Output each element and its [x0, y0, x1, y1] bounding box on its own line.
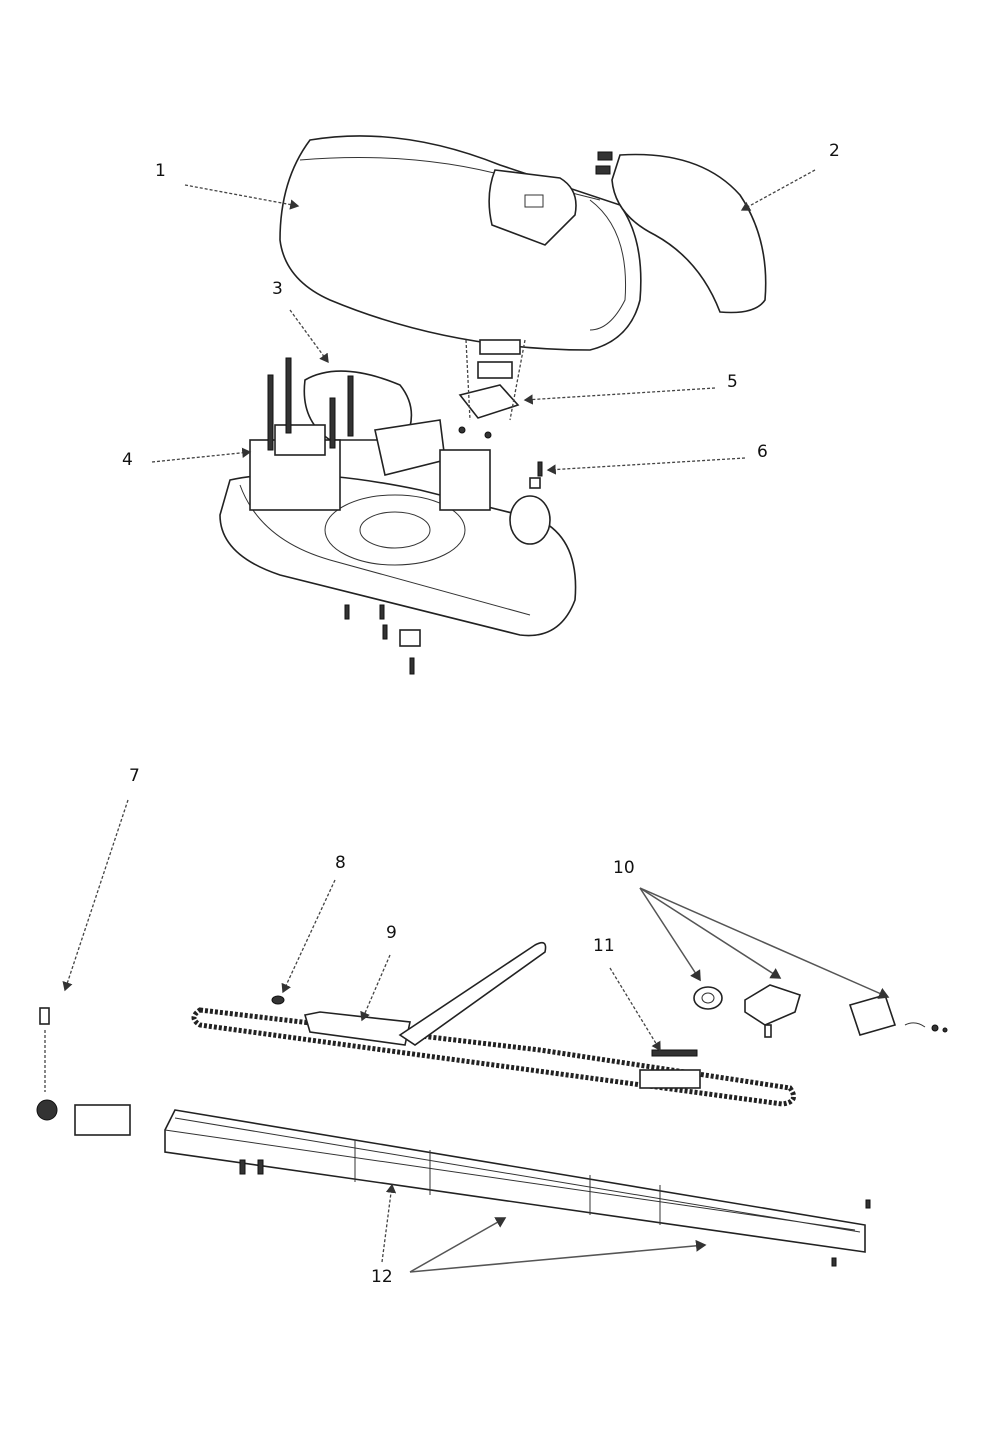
control-board [458, 339, 526, 439]
callout-8: 8 [335, 853, 346, 873]
base-assembly [219, 357, 577, 675]
drive-chain [191, 1007, 797, 1107]
light-cover [595, 151, 767, 314]
callout-1: 1 [155, 161, 166, 181]
callout-7: 7 [129, 766, 140, 786]
trolley [271, 941, 547, 1046]
sprocket-assembly [36, 1007, 131, 1136]
idler-assembly [693, 984, 948, 1038]
chain-connector [639, 1049, 701, 1089]
callout-5: 5 [727, 372, 738, 392]
rail [164, 1109, 871, 1267]
callout-4: 4 [122, 450, 133, 470]
main-cover [279, 135, 642, 351]
callout-12: 12 [371, 1267, 393, 1287]
leader-lines [62, 169, 890, 1273]
callout-3: 3 [272, 279, 283, 299]
callout-2: 2 [829, 141, 840, 161]
callout-9: 9 [386, 923, 397, 943]
callout-11: 11 [593, 936, 615, 956]
callout-10: 10 [613, 858, 635, 878]
callout-6: 6 [757, 442, 768, 462]
